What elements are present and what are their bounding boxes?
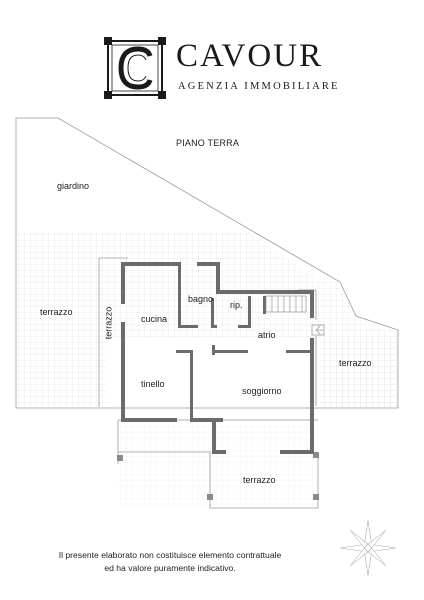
label-bagno: bagno: [188, 294, 214, 304]
disclaimer: Il presente elaborato non costituisce el…: [0, 549, 340, 575]
label-cucina: cucina: [141, 314, 168, 324]
stair: [265, 295, 307, 313]
label-terrazzo-bottom: terrazzo: [243, 475, 276, 485]
label-terrazzo-vertical: terrazzo: [103, 306, 114, 340]
brand-tagline: AGENZIA IMMOBILIARE: [178, 81, 340, 92]
compass-rose-icon: [339, 519, 397, 577]
label-rip: rip.: [230, 300, 243, 310]
disclaimer-line-1: Il presente elaborato non costituisce el…: [58, 550, 282, 560]
terrace-posts: [117, 452, 319, 500]
terrace-hatch: [17, 232, 398, 508]
label-soggiorno: soggiorno: [242, 386, 282, 396]
monogram-c-logo: [104, 37, 166, 99]
walls: [121, 262, 314, 454]
disclaimer-line-2: ed ha valore puramente indicativo.: [104, 563, 236, 573]
label-atrio: atrio: [258, 330, 276, 340]
label-giardino: giardino: [57, 181, 90, 191]
label-terrazzo-right: terrazzo: [339, 358, 372, 368]
plan-title: PIANO TERRA: [176, 138, 240, 148]
label-tinello: tinello: [141, 379, 165, 389]
entrance-arrow-icon: [311, 324, 325, 336]
label-terrazzo-left: terrazzo: [40, 307, 73, 317]
brand-name: CAVOUR: [176, 38, 324, 74]
